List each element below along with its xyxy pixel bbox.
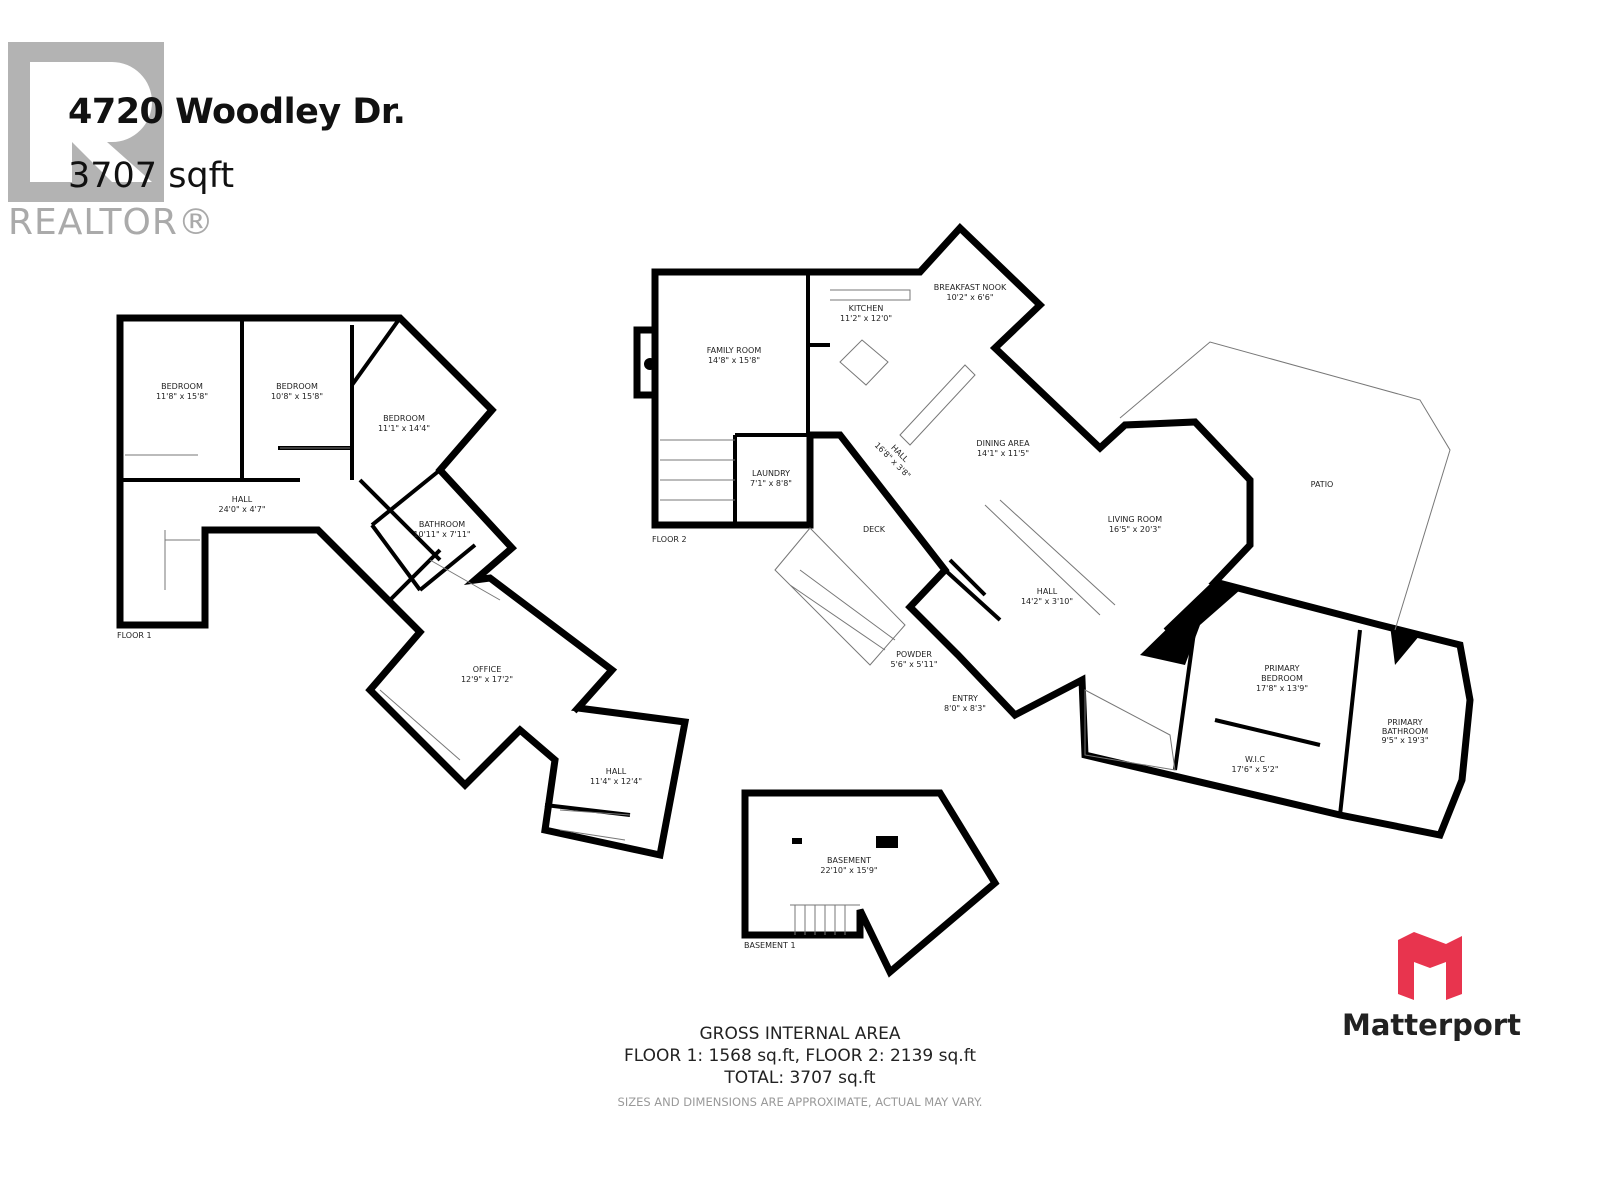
svg-text:BATHROOM: BATHROOM bbox=[1382, 727, 1428, 736]
svg-text:22'10" x 15'9": 22'10" x 15'9" bbox=[820, 866, 877, 875]
floor-areas-line: FLOOR 1: 1568 sq.ft, FLOOR 2: 2139 sq.ft bbox=[623, 1046, 977, 1066]
svg-text:12'9" x 17'2": 12'9" x 17'2" bbox=[461, 675, 513, 684]
svg-text:17'6" x 5'2": 17'6" x 5'2" bbox=[1231, 765, 1278, 774]
svg-text:OFFICE: OFFICE bbox=[473, 665, 502, 674]
svg-text:11'1" x 14'4": 11'1" x 14'4" bbox=[378, 424, 430, 433]
svg-text:14'8" x 15'8": 14'8" x 15'8" bbox=[708, 356, 760, 365]
svg-text:HALL: HALL bbox=[232, 495, 253, 504]
svg-text:BATHROOM: BATHROOM bbox=[419, 520, 465, 529]
svg-text:FAMILY ROOM: FAMILY ROOM bbox=[707, 346, 762, 355]
svg-text:10'2" x 6'6": 10'2" x 6'6" bbox=[946, 293, 993, 302]
floor-2-label: FLOOR 2 bbox=[652, 535, 687, 544]
svg-text:5'6" x 5'11": 5'6" x 5'11" bbox=[890, 660, 937, 669]
svg-text:16'5" x 20'3": 16'5" x 20'3" bbox=[1109, 525, 1161, 534]
svg-text:W.I.C: W.I.C bbox=[1245, 755, 1265, 764]
realtor-logo bbox=[8, 42, 164, 202]
matterport-logo-icon bbox=[1398, 932, 1462, 1000]
svg-text:HALL: HALL bbox=[1037, 587, 1058, 596]
svg-text:HALL: HALL bbox=[606, 767, 627, 776]
svg-text:BEDROOM: BEDROOM bbox=[276, 382, 318, 391]
basement-plan bbox=[741, 789, 1000, 978]
svg-text:KITCHEN: KITCHEN bbox=[849, 304, 884, 313]
svg-text:LAUNDRY: LAUNDRY bbox=[752, 469, 790, 478]
disclaimer: SIZES AND DIMENSIONS ARE APPROXIMATE, AC… bbox=[617, 1095, 983, 1109]
svg-text:BEDROOM: BEDROOM bbox=[161, 382, 203, 391]
svg-text:POWDER: POWDER bbox=[896, 650, 932, 659]
svg-text:PRIMARY: PRIMARY bbox=[1264, 664, 1299, 673]
svg-text:8'0" x 8'3": 8'0" x 8'3" bbox=[944, 704, 986, 713]
svg-text:14'2" x 3'10": 14'2" x 3'10" bbox=[1021, 597, 1073, 606]
floor-2-plan bbox=[633, 222, 1474, 840]
svg-text:DECK: DECK bbox=[863, 525, 886, 534]
svg-text:BEDROOM: BEDROOM bbox=[1261, 674, 1303, 683]
total-area-line: TOTAL: 3707 sq.ft bbox=[724, 1068, 876, 1088]
svg-text:BEDROOM: BEDROOM bbox=[383, 414, 425, 423]
svg-text:9'5" x 19'3": 9'5" x 19'3" bbox=[1381, 736, 1428, 745]
svg-text:LIVING ROOM: LIVING ROOM bbox=[1108, 515, 1163, 524]
svg-text:11'4" x 12'4": 11'4" x 12'4" bbox=[590, 777, 642, 786]
svg-text:17'8" x 13'9": 17'8" x 13'9" bbox=[1256, 684, 1308, 693]
basement-label: BASEMENT 1 bbox=[744, 941, 796, 950]
svg-text:PRIMARY: PRIMARY bbox=[1387, 718, 1422, 727]
room-label-patio: PATIO bbox=[1311, 480, 1334, 489]
svg-text:7'1" x 8'8": 7'1" x 8'8" bbox=[750, 479, 792, 488]
room-label-deck: DECK bbox=[863, 525, 886, 534]
svg-text:BREAKFAST NOOK: BREAKFAST NOOK bbox=[934, 283, 1007, 292]
realtor-logo-text: REALTOR® bbox=[8, 202, 215, 243]
svg-text:24'0" x 4'7": 24'0" x 4'7" bbox=[218, 505, 265, 514]
svg-text:BASEMENT: BASEMENT bbox=[827, 856, 871, 865]
svg-text:14'1" x 11'5": 14'1" x 11'5" bbox=[977, 449, 1029, 458]
svg-text:11'2" x 12'0": 11'2" x 12'0" bbox=[840, 314, 892, 323]
property-area: 3707 sqft bbox=[68, 156, 235, 196]
room-label-wic: W.I.C17'6" x 5'2" bbox=[1231, 755, 1278, 774]
matterport-logo-text: Matterport bbox=[1342, 1008, 1521, 1042]
floor-1-label: FLOOR 1 bbox=[117, 631, 152, 640]
svg-text:10'8" x 15'8": 10'8" x 15'8" bbox=[271, 392, 323, 401]
svg-text:ENTRY: ENTRY bbox=[952, 694, 978, 703]
svg-text:PATIO: PATIO bbox=[1311, 480, 1334, 489]
svg-text:10'11" x 7'11": 10'11" x 7'11" bbox=[413, 530, 470, 539]
property-address: 4720 Woodley Dr. bbox=[68, 92, 406, 132]
svg-text:11'8" x 15'8": 11'8" x 15'8" bbox=[156, 392, 208, 401]
floor-1-plan bbox=[116, 314, 690, 860]
gross-internal-area-heading: GROSS INTERNAL AREA bbox=[699, 1024, 901, 1044]
svg-text:DINING AREA: DINING AREA bbox=[976, 439, 1030, 448]
